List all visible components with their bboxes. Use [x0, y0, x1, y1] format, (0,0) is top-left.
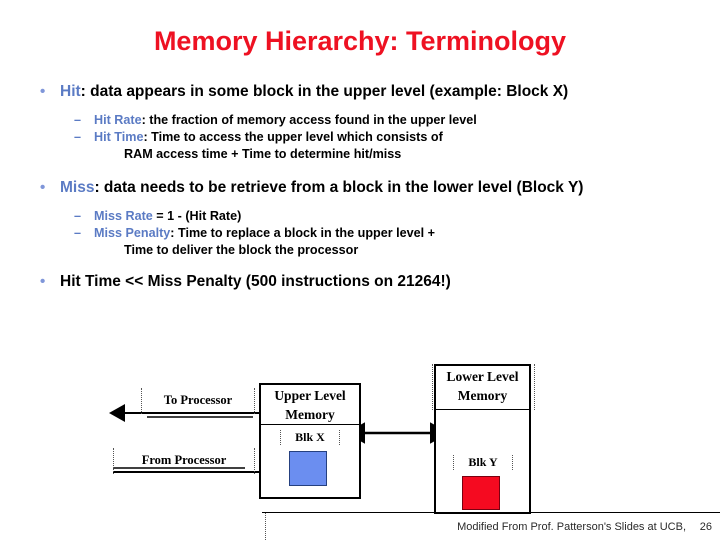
blk-x-square [289, 451, 327, 486]
footer-tick-mark [265, 513, 266, 540]
footer-credit: Modified From Prof. Patterson's Slides a… [457, 521, 686, 533]
page-number: 26 [699, 521, 712, 533]
sub-bullet-hit-time-continuation: RAM access time + Time to determine hit/… [124, 147, 402, 161]
spacer [28, 199, 692, 208]
keyword-hit: Hit [60, 83, 81, 100]
bullet-marker-icon: • [40, 273, 46, 290]
sub-bullet-miss-rate: –Miss Rate = 1 - (Hit Rate) [28, 208, 692, 225]
bullet-hit: • Hit: data appears in some block in the … [28, 82, 692, 101]
keyword-miss-rate: Miss Rate [94, 209, 153, 223]
slide-body: • Hit: data appears in some block in the … [28, 82, 692, 293]
bullet-summary-text: Hit Time << Miss Penalty (500 instructio… [60, 273, 451, 290]
sub-bullet-miss-penalty-continuation: Time to deliver the block the processor [124, 243, 359, 257]
upper-level-memory-title-line1: Upper Level [274, 388, 346, 403]
sub-bullet-miss-rate-text: = 1 - (Hit Rate) [152, 209, 242, 223]
bullet-miss-text: : data needs to be retrieve from a block… [94, 179, 584, 196]
from-processor-label-frame [113, 448, 255, 474]
sub-bullet-hit-rate-text: : the fraction of memory access found in… [141, 113, 477, 127]
from-processor-label: From Processor [141, 453, 227, 467]
to-processor-label: To Processor [163, 393, 233, 407]
bullet-hit-text: : data appears in some block in the uppe… [80, 83, 569, 100]
blk-y-label: Blk Y [453, 455, 513, 470]
upper-level-memory-title-line2: Memory [285, 407, 335, 422]
dash-marker-icon: – [74, 113, 82, 127]
spacer [28, 259, 692, 272]
keyword-miss: Miss [60, 179, 95, 196]
footer-divider [262, 512, 720, 513]
to-processor-label-frame [141, 388, 255, 414]
upper-level-memory-box: Upper Level Memory Blk X [259, 383, 361, 499]
lower-level-header-frame [432, 364, 535, 410]
keyword-hit-time: Hit Time [94, 130, 144, 144]
blk-y-square [462, 476, 500, 510]
upper-level-memory-title: Upper Level Memory [261, 385, 359, 425]
spacer [28, 163, 692, 178]
bullet-miss: • Miss: data needs to be retrieve from a … [28, 178, 692, 197]
upper-level-memory-body: Blk X [261, 425, 359, 497]
sub-bullet-hit-time-text: : Time to access the upper level which c… [143, 130, 443, 144]
sub-bullet-hit-rate: –Hit Rate: the fraction of memory access… [28, 112, 692, 129]
bullet-marker-icon: • [40, 83, 46, 100]
lower-level-memory-title-line1: Lower Level [446, 369, 519, 384]
page-title: Memory Hierarchy: Terminology [153, 26, 567, 56]
blk-x-label: Blk X [280, 430, 340, 445]
bullet-summary: • Hit Time << Miss Penalty (500 instructi… [28, 272, 692, 291]
lower-level-memory-box: Lower Level Memory Blk Y [434, 364, 531, 514]
keyword-hit-rate: Hit Rate [94, 113, 142, 127]
dash-marker-icon: – [74, 209, 82, 223]
lower-level-memory-title-line2: Memory [457, 388, 508, 403]
spacer [28, 103, 692, 112]
keyword-miss-penalty: Miss Penalty [94, 226, 171, 240]
sub-bullet-miss-penalty-text: : Time to replace a block in the upper l… [170, 226, 435, 240]
lower-level-memory-title: Lower Level Memory [436, 366, 529, 410]
sub-bullet-miss-penalty: –Miss Penalty: Time to replace a block i… [28, 225, 692, 242]
dash-marker-icon: – [74, 226, 82, 240]
sub-bullet-hit-time: –Hit Time: Time to access the upper leve… [28, 129, 692, 146]
lower-level-memory-body: Blk Y [436, 410, 529, 512]
bullet-marker-icon: • [40, 179, 46, 196]
dash-marker-icon: – [74, 130, 82, 144]
